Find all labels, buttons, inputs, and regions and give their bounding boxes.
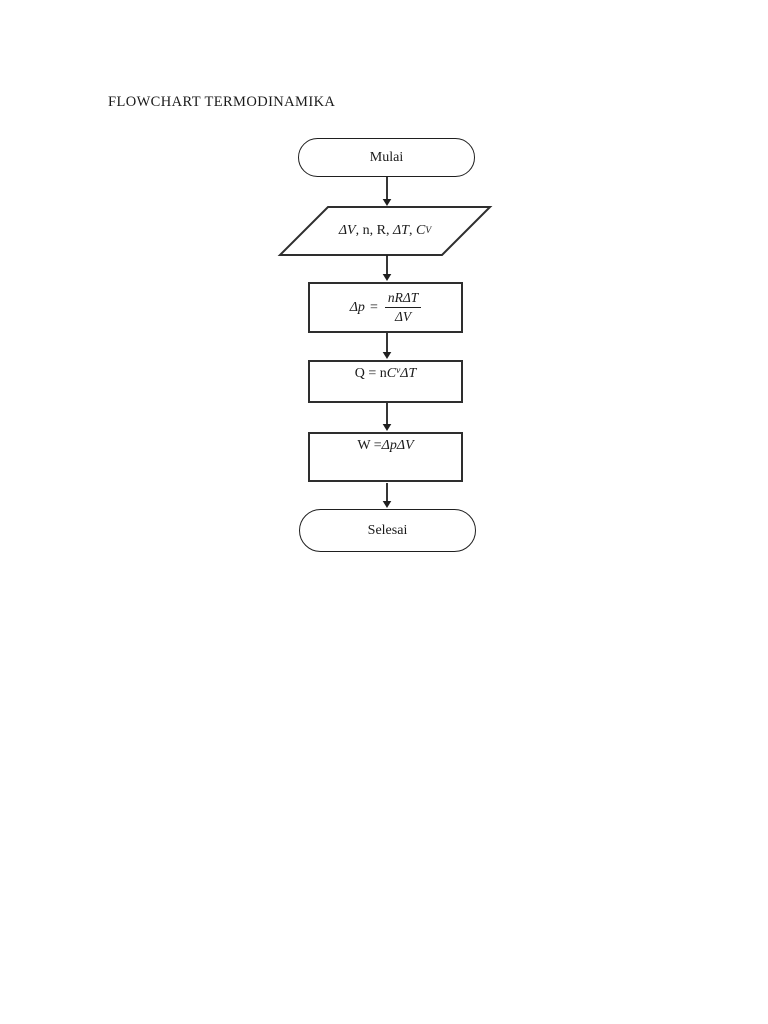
process1-fraction: nRΔT ΔV [384, 290, 422, 324]
input-run-c: C [415, 222, 426, 238]
process1-equals: = [369, 299, 378, 315]
start-label: Mulai [369, 149, 404, 165]
input-run-c-subscript: V [425, 225, 432, 236]
process1-lhs: Δp [349, 299, 365, 315]
input-run-sep: , [408, 222, 416, 238]
flow-node-end: Selesai [299, 509, 476, 552]
process2-run-c: C [386, 366, 397, 381]
arrow-process3-to-end [382, 483, 392, 508]
input-run-nr: , n, R, [355, 222, 393, 238]
process3-run1: W = [357, 438, 382, 453]
arrow-process2-to-process3 [382, 403, 392, 431]
arrow-process1-to-process2 [382, 333, 392, 359]
input-run-dt: ΔT [392, 222, 409, 238]
io-parallelogram-shape [277, 206, 493, 256]
process2-run1: Q = n [354, 366, 387, 381]
arrow-start-to-input [382, 177, 392, 206]
process2-run-dt: ΔT [400, 366, 417, 381]
end-label: Selesai [367, 522, 408, 538]
arrow-input-to-process1 [382, 255, 392, 281]
process1-denominator: ΔV [394, 309, 412, 324]
process3-run2: ΔpΔV [381, 438, 414, 453]
process1-numerator: nRΔT [384, 290, 422, 308]
flow-node-process-w: W = ΔpΔV [308, 432, 463, 482]
process2-run-c-subscript: v [396, 366, 401, 376]
flow-node-process-dp: Δp = nRΔT ΔV [308, 282, 463, 333]
page-title: FLOWCHART TERMODINAMIKA [108, 94, 336, 110]
input-run-dv: ΔV [338, 222, 356, 238]
flow-node-start: Mulai [298, 138, 475, 177]
